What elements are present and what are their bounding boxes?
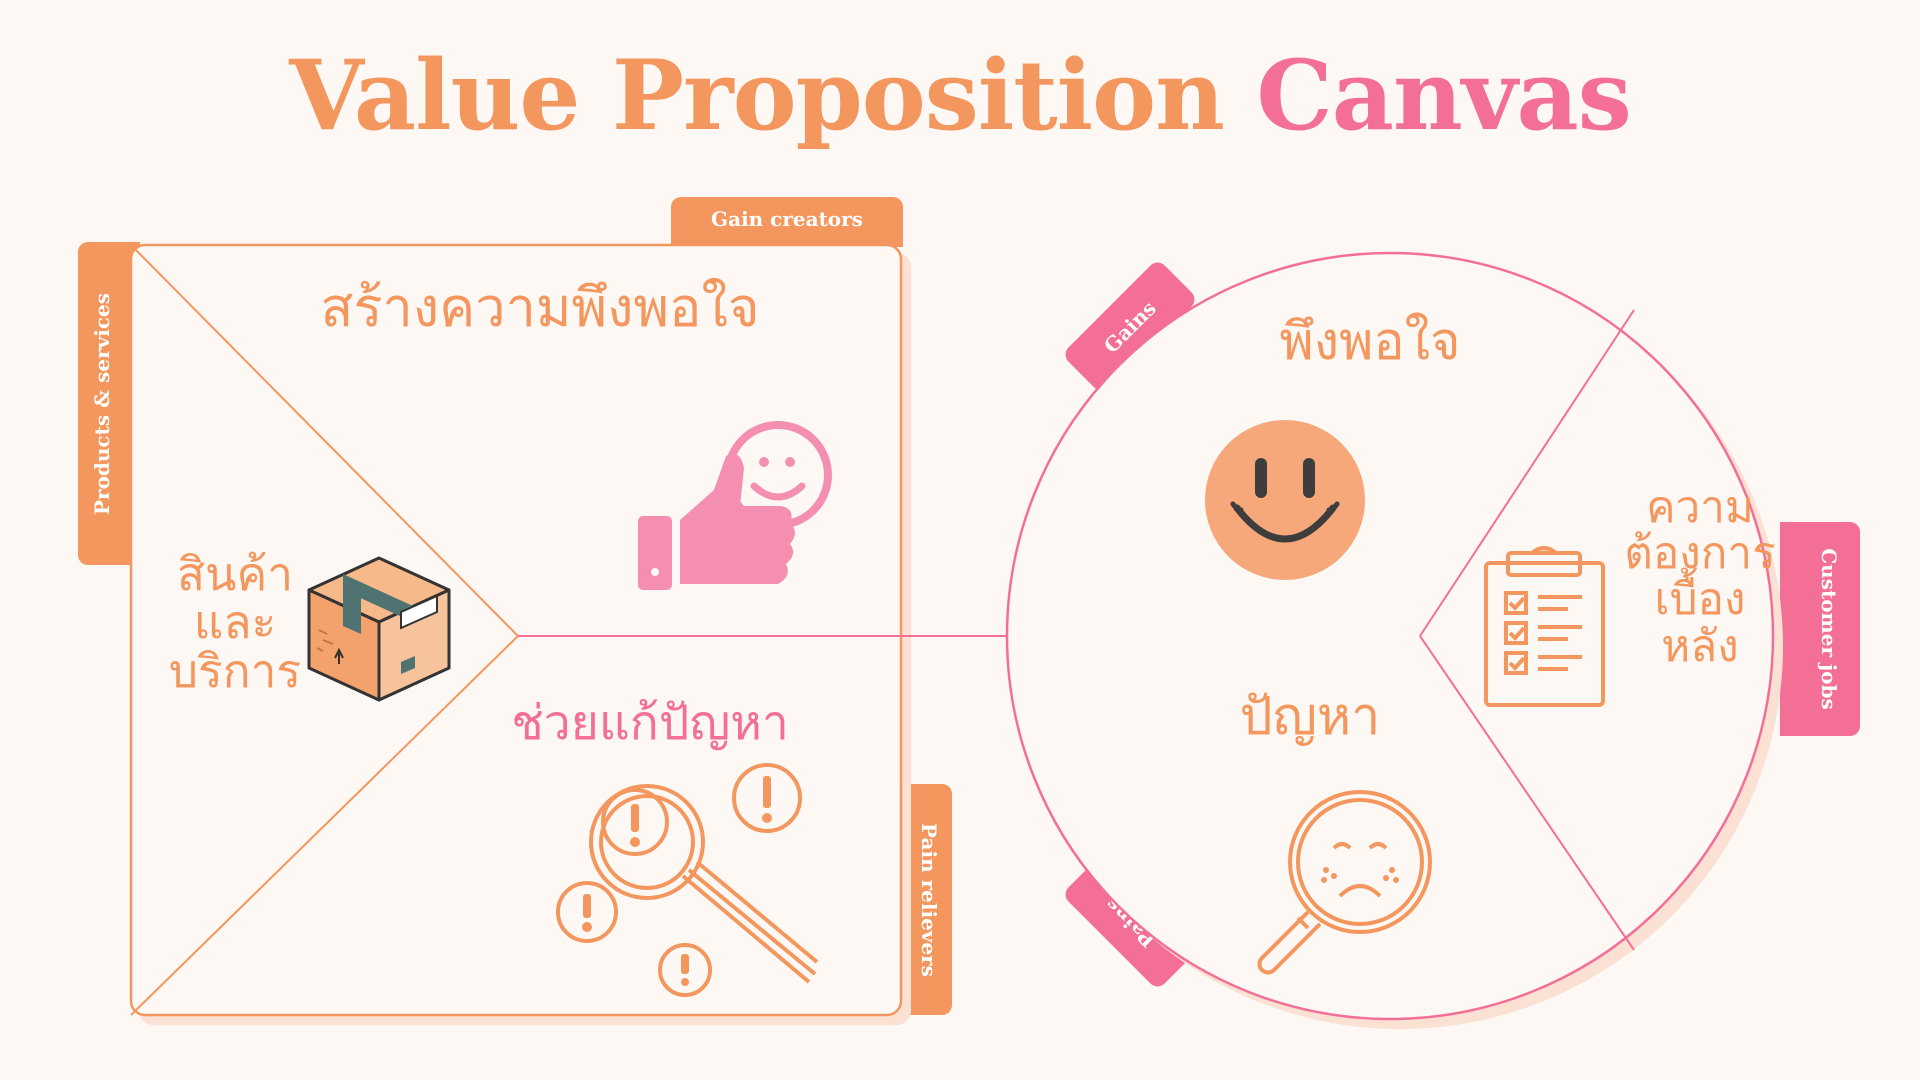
thumbs-up-smile-icon <box>638 421 832 590</box>
customer-jobs-tab: Customer jobs <box>1780 522 1860 736</box>
wrench-warning-icon <box>556 763 819 997</box>
title-part-canvas: Canvas <box>1256 39 1631 152</box>
clipboard-checklist-icon <box>1484 546 1605 707</box>
cardboard-box-icon <box>307 556 451 702</box>
pains-text: ปัญหา <box>1239 687 1381 747</box>
customer-jobs-text: ความ ต้องการ เบื้อง หลัง <box>1624 482 1776 672</box>
gain-creators-text: สร้างความพึงพอใจ <box>320 276 760 339</box>
title-part-value-proposition: Value Proposition <box>289 39 1225 152</box>
page-title: Value Proposition Canvas <box>0 48 1920 144</box>
smiley-face-icon <box>1205 420 1365 580</box>
products-services-tab: Products & services <box>78 242 140 565</box>
sad-magnifier-icon <box>1257 790 1432 975</box>
gains-text: พึงพอใจ <box>1279 312 1461 372</box>
pain-relievers-text: ช่วยแก้ปัญหา <box>511 695 789 751</box>
gain-creators-tab: Gain creators <box>671 197 903 247</box>
gain-creators-label: Gain creators <box>711 207 863 231</box>
products-services-text: สินค้า และ บริการ <box>168 547 302 698</box>
